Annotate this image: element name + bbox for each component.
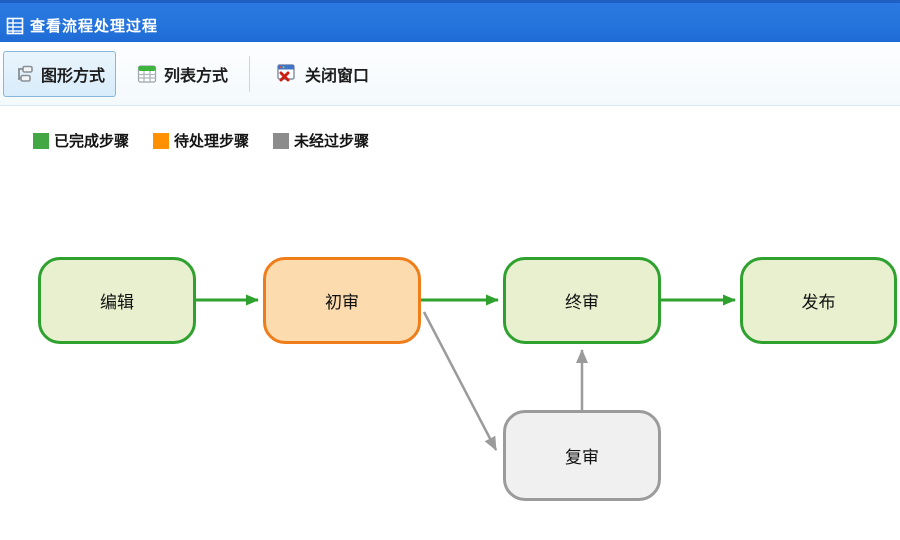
list-mode-label: 列表方式 [164,67,229,85]
flow-node-re-review: 复审 [503,410,661,501]
toolbar: 图形方式 列表方式 关闭窗口 [0,42,900,106]
status-legend: 已完成步骤 待处理步骤 未经过步骤 [33,130,369,151]
flow-node-initial-review-label: 初审 [325,293,359,312]
flow-node-final-review: 终审 [503,257,661,344]
flow-node-re-review-label: 复审 [565,448,599,467]
list-mode-button[interactable]: 列表方式 [126,51,239,97]
legend-unvisited-label: 未经过步骤 [294,133,370,150]
edge-initial-review-to-re-review [422,311,498,451]
close-window-label: 关闭窗口 [305,67,370,85]
flow-node-publish: 发布 [740,257,897,344]
pending-swatch-icon [153,132,170,149]
flow-node-publish-label: 发布 [801,293,836,312]
flow-node-initial-review: 初审 [263,257,421,344]
toolbar-separator [249,55,251,92]
org-chart-icon [18,65,33,82]
close-window-icon [277,64,295,82]
legend-completed-label: 已完成步骤 [54,133,130,150]
flow-node-edit: 编辑 [38,257,196,344]
legend-pending-label: 待处理步骤 [174,133,250,150]
graph-mode-button[interactable]: 图形方式 [3,50,117,97]
legend-item-completed: 已完成步骤 [33,130,129,151]
table-grid-icon [137,64,157,83]
flow-node-edit-label: 编辑 [100,293,134,312]
unvisited-swatch-icon [273,132,290,149]
flowchart-canvas: 编辑 初审 终审 发布 复审 [0,200,900,540]
close-window-button[interactable]: 关闭窗口 [265,51,380,97]
legend-item-pending: 待处理步骤 [153,130,249,151]
flowchart-edges [196,294,736,451]
table-icon [6,17,24,34]
window-title: 查看流程处理过程 [30,18,159,35]
graph-mode-label: 图形方式 [41,67,106,85]
flow-node-final-review-label: 终审 [565,293,599,312]
completed-swatch-icon [33,132,49,149]
window-titlebar: 查看流程处理过程 [0,0,900,42]
legend-item-unvisited: 未经过步骤 [273,130,369,151]
